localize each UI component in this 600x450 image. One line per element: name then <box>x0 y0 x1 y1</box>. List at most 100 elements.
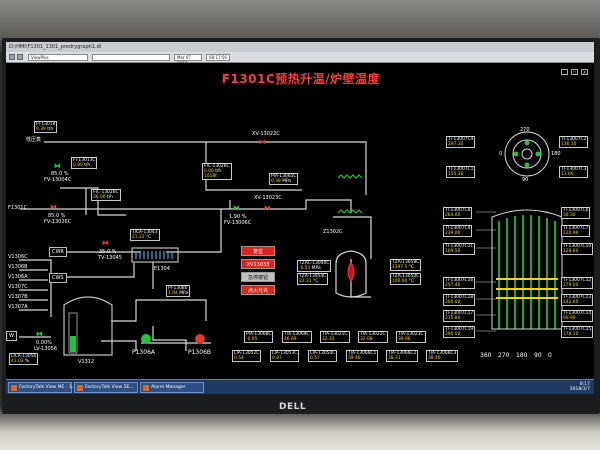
date-field: Mar 07 2018 <box>174 54 202 66</box>
valve-xv13022c-icon[interactable]: ⧓ <box>259 138 266 146</box>
taskbar-item[interactable]: Alarm Manager <box>140 382 204 393</box>
scale-label: 90 <box>534 352 542 359</box>
forward-icon[interactable] <box>17 54 23 60</box>
valve-fv13006c-name: FV-13006C <box>224 220 252 226</box>
close-button[interactable]: X <box>581 69 588 75</box>
valve-fv13004c-icon[interactable]: ⧓ <box>54 162 61 170</box>
f1301c-label: F1301C <box>8 205 28 211</box>
valve-tv13045-pct: 35.0 % <box>99 249 117 255</box>
back-icon[interactable] <box>9 54 15 60</box>
e1304-label: E1304 <box>154 266 170 272</box>
app-icon <box>77 385 83 391</box>
maximize-button[interactable]: □ <box>571 69 578 75</box>
v1312-label: V1312 <box>78 359 95 365</box>
valve-fv13004c-name: FV-13004C <box>44 177 72 183</box>
line-label: V1306A <box>8 274 28 280</box>
cwr-label: CWR <box>49 247 67 257</box>
page-title: F1301C预热升温/炉壁温度 <box>221 72 381 86</box>
window-title: D:\HMI\F1301_1301_predrygraph1.dl <box>9 44 102 50</box>
top-circle-diagram <box>504 131 550 177</box>
valve-tv13045-name: TV-13045 <box>98 255 122 261</box>
line-label: V1306B <box>8 264 28 270</box>
valve-xv13022c-name: XV-13022C <box>252 131 280 137</box>
line-label: V1306C <box>8 254 28 260</box>
line-label: V1307B <box>8 294 28 300</box>
valve-lv13056-icon[interactable]: ⧓ <box>36 330 43 338</box>
circle-label-top: 270 <box>520 127 530 133</box>
taskbar-item[interactable]: FactoryTalk View SE... <box>74 382 138 393</box>
valve-xv13023c-name: XV-13023C <box>254 195 282 201</box>
app-icon <box>143 385 149 391</box>
level-gauge <box>68 312 78 354</box>
valve-fv13026c-name: FV-13026C <box>44 219 72 225</box>
menu-field[interactable]: ViewPlus <box>28 54 88 61</box>
steam-label: 低压蒸 <box>26 137 42 143</box>
valve-fv13004c-pct: 85.0 % <box>51 171 69 177</box>
display-select[interactable] <box>92 54 170 61</box>
pump-p1306b-icon <box>195 334 205 344</box>
window-controls: _ □ X <box>561 69 588 75</box>
tag-tzac13040c[interactable]: TZAC-13040C-0.51 MPa <box>297 260 332 272</box>
pump-p1306a-icon <box>141 334 151 344</box>
level-fill <box>70 336 76 352</box>
reset-button[interactable]: 复位 <box>241 246 275 256</box>
circle-label-left: 0 <box>499 151 503 157</box>
taskbar-item[interactable]: FactoryTalk View ME - 1... <box>8 382 76 393</box>
hmi-screen: D:\HMI\F1301_1301_predrygraph1.dl ViewPl… <box>6 42 594 394</box>
valve-fv13006c-icon[interactable]: ⧓ <box>233 204 240 212</box>
p1306a-label: P1306A <box>132 349 155 356</box>
bottom-tag[interactable]: PIA-13068C-0.95 <box>244 331 274 343</box>
valve-tv13045-icon[interactable]: ⧓ <box>102 239 109 247</box>
valve-xv13023c-icon[interactable]: ⧓ <box>264 204 271 212</box>
taskbar: FactoryTalk View ME - 1... FactoryTalk V… <box>6 379 594 394</box>
emergency-stop-button[interactable]: 急停按钮 <box>241 272 275 282</box>
tank-v1312 <box>63 296 113 356</box>
ignition-permit-button[interactable]: 点火允许 <box>241 285 275 295</box>
minimize-button[interactable]: _ <box>561 69 568 75</box>
xv13033-button[interactable]: XV13033 <box>241 259 275 269</box>
valve-fv13026c-icon[interactable]: ⧓ <box>50 203 57 211</box>
w-label: W <box>6 331 17 341</box>
window-title-bar: D:\HMI\F1301_1301_predrygraph1.dl <box>6 42 594 52</box>
z1302c-label: Z1302C <box>323 229 343 235</box>
